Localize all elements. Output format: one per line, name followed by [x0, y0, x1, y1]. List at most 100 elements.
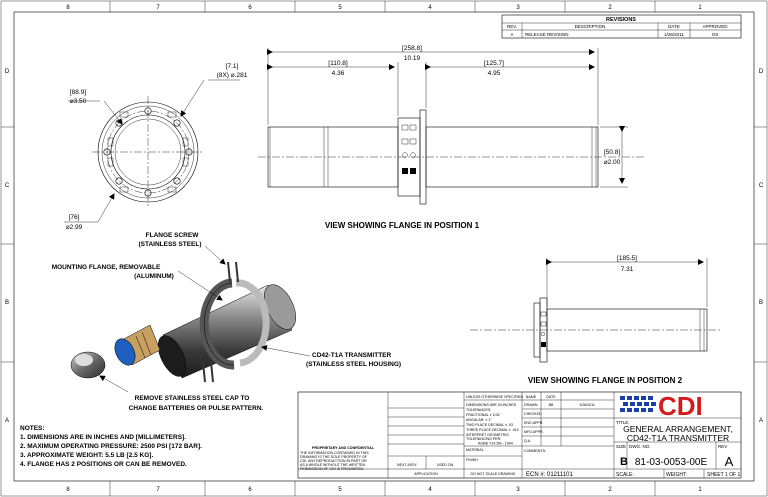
end-view-drawing [64, 79, 240, 223]
asme-standard: ASME Y14.5M - 1994 [478, 442, 513, 446]
revisions-table: REVISIONS REV. DESCRIPTION DATE APPROVED… [501, 14, 742, 39]
overall-length-in: 10.19 [404, 55, 421, 62]
weight-label: WEIGHT: [666, 472, 687, 478]
title-block [297, 391, 742, 479]
row-label: D [5, 69, 10, 75]
interpret-line1: INTERPRET GEOMETRIC [466, 433, 509, 437]
note-item: 3. APPROXIMATE WEIGHT: 5.5 LB [2.5 KG]. [20, 452, 153, 459]
body-dia-mm: [76] [69, 214, 80, 221]
eng-appr-label: ENG APPR. [524, 421, 543, 425]
bolt-dim-mm: [7.1] [226, 63, 239, 70]
cap-callout-line2: CHANGE BATTERIES OR PULSE PATTERN. [129, 405, 264, 412]
logo-text: CDI [658, 391, 703, 421]
flange-screw-material: (STAINLESS STEEL) [138, 241, 201, 248]
row-label: C [5, 183, 10, 189]
col-label: 5 [338, 5, 342, 11]
application-label: APPLICATION [414, 472, 438, 476]
size-value: B [620, 456, 628, 468]
col-label: 6 [248, 5, 252, 11]
unless-specified: UNLESS OTHERWISE SPECIFIED: [466, 395, 524, 399]
drawing-title-line1: GENERAL ARRANGEMENT, [623, 424, 733, 434]
row-label: C [759, 183, 764, 189]
fractional-tol: FRACTIONAL ± 1/32 [466, 413, 500, 417]
caption-position-2: VIEW SHOWING FLANGE IN POSITION 2 [528, 376, 683, 385]
title-label: TITLE: [616, 420, 630, 425]
rev-value: A [510, 32, 513, 37]
tube-dia-mm: [50.8] [604, 149, 620, 156]
date-header: DATE [668, 24, 680, 29]
transmitter-callout: CD42-T1A TRANSMITTER [312, 352, 392, 359]
side-view-position-1 [258, 48, 645, 205]
proprietary-text: CDI. ANY REPRODUCTION IN PART OR [300, 459, 367, 463]
col-label: 2 [608, 5, 612, 11]
mfg-appr-label: MFG APPR. [524, 430, 544, 434]
left-length-mm: [110.8] [328, 60, 348, 67]
row-label: A [5, 418, 9, 424]
proprietary-text: PERMISSION OF CDI IS PROHIBITED. [300, 467, 364, 471]
material-label: MATERIAL [466, 448, 484, 452]
right-length-in: 4.95 [488, 70, 501, 77]
note-item: 4. FLANGE HAS 2 POSITIONS OR CAN BE REMO… [20, 461, 187, 468]
drawing-title-line2: CD42-T1A TRANSMITTER [627, 433, 729, 443]
drawn-name: BB [549, 403, 554, 407]
pos2-dim-mm: [185.5] [617, 255, 637, 262]
col-label: 3 [516, 487, 520, 493]
col-label: 7 [156, 487, 160, 493]
flange-dia-in: ⌀3.50 [70, 98, 87, 105]
flange-dia-mm: [88.9] [70, 89, 86, 96]
note-item: 1. DIMENSIONS ARE IN INCHES AND [MILLIME… [20, 434, 186, 441]
transmitter-material: (STAINLESS STEEL HOUSING) [306, 361, 401, 368]
caption-position-1: VIEW SHOWING FLANGE IN POSITION 1 [325, 221, 480, 230]
dwg-no-value: 81-03-0053-00E [635, 457, 708, 468]
angular-tol: ANGULAR: ± 1° [466, 418, 492, 422]
exploded-view [70, 245, 311, 393]
col-label: 3 [516, 5, 520, 11]
interpret-line2: TOLERANCING PER: [466, 437, 501, 441]
do-not-scale: DO NOT SCALE DRAWING [471, 472, 516, 476]
rev-header: REV. [507, 24, 517, 29]
scale-label: SCALE: [616, 472, 634, 478]
approved-value: OS [712, 32, 719, 37]
cdi-logo: CDI [620, 391, 703, 421]
drawn-label: DRAWN [524, 403, 538, 407]
used-on-label: USED ON [437, 463, 454, 467]
bolt-dim-in: (8X) ⌀.281 [217, 72, 248, 79]
next-assy-label: NEXT ASSY [397, 463, 418, 467]
cap-callout-line1: REMOVE STAINLESS STEEL CAP TO [135, 395, 250, 402]
date-value: 1/26/2011 [664, 32, 684, 37]
approved-header: APPROVED [702, 24, 728, 29]
revisions-title: REVISIONS [606, 17, 636, 23]
tolerances-label: TOLERANCES: [466, 408, 491, 412]
proprietary-title: PROPRIETARY AND CONFIDENTIAL [312, 446, 375, 450]
comments-label: COMMENTS: [524, 449, 546, 453]
body-dia-in: ⌀2.99 [66, 224, 83, 231]
finish-label: FINISH [466, 458, 478, 462]
three-place-tol: THREE PLACE DECIMAL ± .010 [466, 428, 519, 432]
row-label: B [759, 300, 763, 306]
description-value: RELEASE REVISION [525, 32, 569, 37]
date-header: DATE [546, 395, 556, 399]
ecn-number: ECN #: 01211101 [526, 472, 573, 478]
col-label: 8 [66, 487, 70, 493]
tube-dia-in: ⌀2.00 [604, 159, 621, 166]
overall-length-mm: [258.8] [402, 45, 422, 52]
rev-label: REV [718, 444, 727, 449]
mounting-flange-callout: MOUNTING FLANGE, REMOVABLE [52, 264, 161, 271]
drawn-date: 1/26/2011 [579, 403, 595, 407]
notes-title: NOTES: [20, 425, 45, 432]
two-place-tol: TWO PLACE DECIMAL ± .03 [466, 423, 513, 427]
rev-value: A [725, 454, 734, 469]
checked-label: CHECKED [524, 412, 542, 416]
proprietary-text: AS A WHOLE WITHOUT THE WRITTEN [300, 463, 366, 467]
row-label: B [5, 300, 9, 306]
col-label: 2 [608, 487, 612, 493]
qa-label: Q.A. [524, 439, 531, 443]
proprietary-text: THE INFORMATION CONTAINED IN THIS [300, 451, 369, 455]
description-header: DESCRIPTION [575, 24, 606, 29]
row-label: A [759, 418, 763, 424]
col-label: 1 [698, 5, 702, 11]
left-length-in: 4.36 [332, 70, 345, 77]
col-label: 5 [338, 487, 342, 493]
